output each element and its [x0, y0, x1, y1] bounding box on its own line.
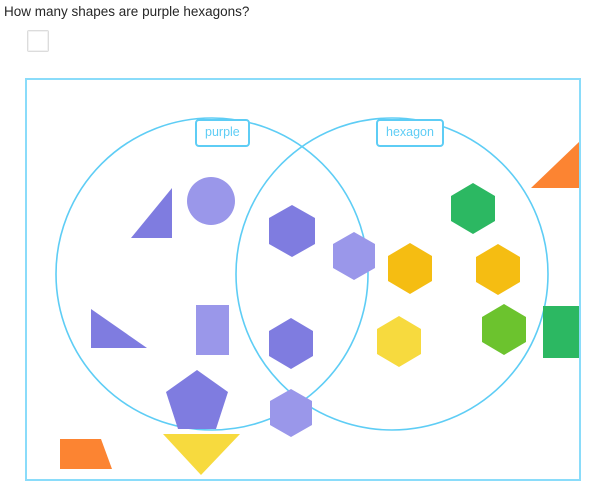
venn-diagram-svg — [55, 117, 579, 475]
shape-trapezoid-orange-outside — [60, 439, 112, 469]
shape-hexagon-amber-2 — [476, 244, 520, 295]
region-intersection — [269, 205, 375, 437]
answer-input[interactable] — [27, 30, 49, 52]
shape-triangle-yellow-outside — [163, 434, 240, 475]
venn-circle-hexagon — [235, 117, 549, 431]
shape-hexagon-purple-1 — [269, 205, 315, 257]
shape-rectangle-purple — [196, 305, 229, 355]
shape-triangle-purple-1 — [131, 188, 172, 238]
shape-hexagon-greenlight — [482, 304, 526, 355]
page-title: How many shapes are purple hexagons? — [4, 4, 250, 19]
venn-label-purple[interactable]: purple — [195, 119, 250, 147]
region-hexagon-only — [377, 183, 526, 367]
shape-rectangle-green-outside — [543, 306, 579, 358]
shape-circle-purple-1 — [187, 177, 235, 225]
venn-label-hexagon[interactable]: hexagon — [376, 119, 444, 147]
shape-triangle-purple-2 — [91, 309, 147, 348]
region-purple-only — [91, 177, 235, 429]
shape-hexagon-green — [451, 183, 495, 234]
shape-hexagon-amber-1 — [388, 243, 432, 294]
shape-triangle-orange-outside — [531, 142, 579, 188]
shape-hexagon-yellow — [377, 316, 421, 367]
venn-circle-purple — [55, 117, 369, 431]
shape-hexagon-purple-3 — [269, 318, 313, 369]
venn-diagram-container: purple hexagon — [25, 78, 581, 481]
shape-hexagon-purple-2 — [333, 232, 375, 280]
shape-hexagon-purple-4 — [270, 389, 312, 437]
shape-pentagon-purple — [166, 370, 228, 429]
region-outside — [60, 142, 579, 475]
venn-circles — [55, 117, 549, 431]
